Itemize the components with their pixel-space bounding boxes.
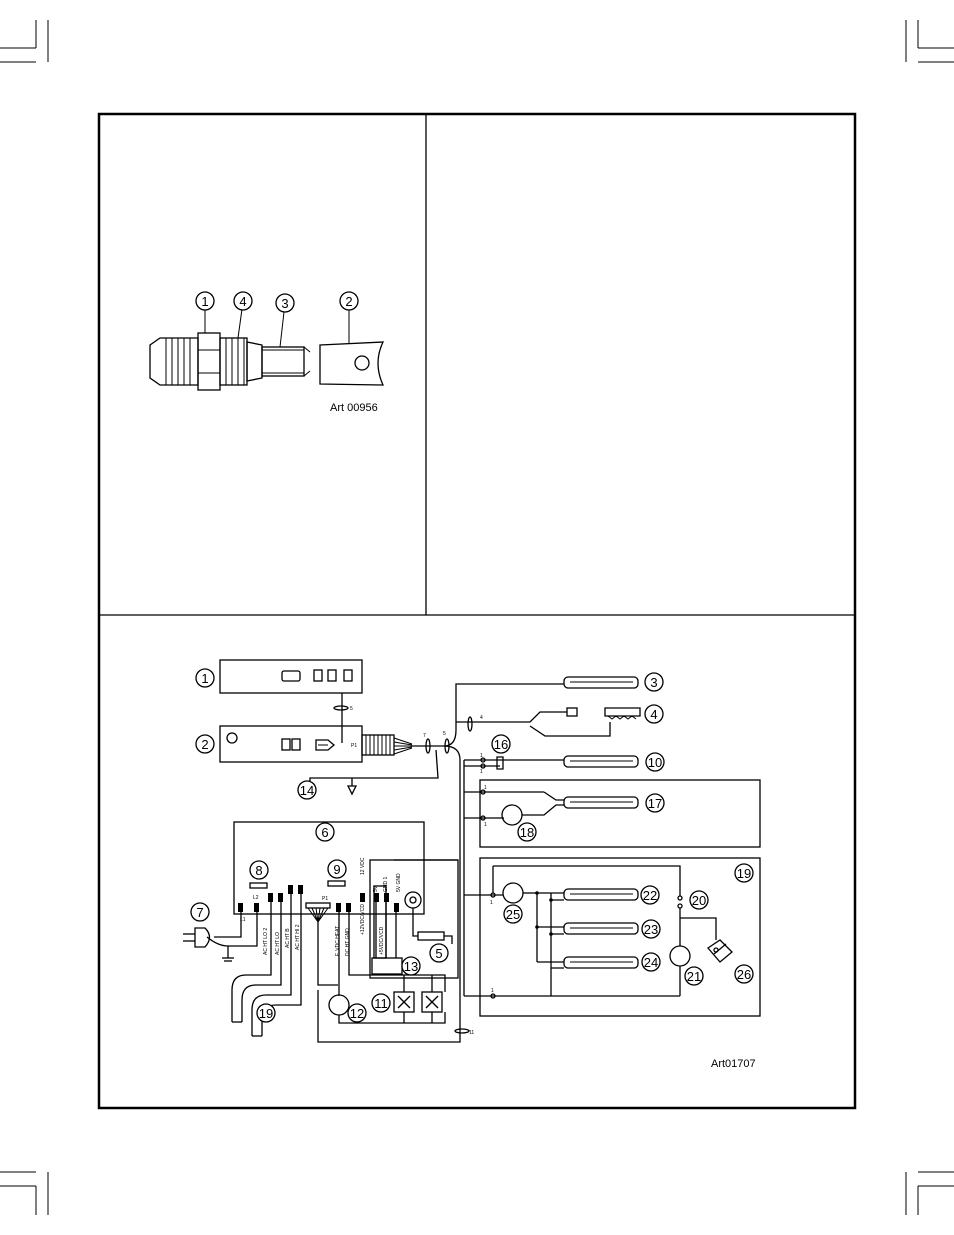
page-frame <box>97 112 857 1110</box>
svg-text:5V: 5V <box>373 885 379 892</box>
svg-text:5V GND: 5V GND <box>396 873 402 892</box>
callout-18: 18 <box>520 825 534 840</box>
svg-text:AC HT B: AC HT B <box>285 928 291 948</box>
callout-10: 10 <box>648 755 662 770</box>
svg-text:AC HT HI 2: AC HT HI 2 <box>295 924 301 950</box>
callout-17: 17 <box>648 796 662 811</box>
callout-24: 24 <box>644 955 658 970</box>
callout-11: 11 <box>374 996 388 1011</box>
callout-7: 7 <box>196 905 203 920</box>
svg-text:1: 1 <box>484 822 487 828</box>
svg-text:DC HT GND: DC HT GND <box>345 928 351 956</box>
callout-2-bottom: 2 <box>201 737 208 752</box>
callout-4-bottom: 4 <box>650 707 657 722</box>
crop-marks <box>0 20 954 1215</box>
svg-text:1: 1 <box>480 753 483 759</box>
svg-text:P1: P1 <box>351 743 357 749</box>
callout-9: 9 <box>333 862 340 877</box>
callout-5: 5 <box>435 946 442 961</box>
callout-26: 26 <box>737 967 751 982</box>
callout-23: 23 <box>644 922 658 937</box>
svg-text:GND 1: GND 1 <box>383 877 389 893</box>
wiring-diagram: 1 5 P1 2 7 5 <box>183 659 761 1070</box>
art-label-top: Art 00956 <box>330 402 378 414</box>
callout-21: 21 <box>687 969 701 984</box>
callout-6: 6 <box>321 825 328 840</box>
svg-text:F..VDC HEAT: F..VDC HEAT <box>335 926 341 956</box>
svg-text:1: 1 <box>480 769 483 775</box>
svg-text:5: 5 <box>350 706 353 712</box>
svg-text:AC HT LO 2: AC HT LO 2 <box>263 928 269 955</box>
callout-19: 19 <box>737 866 751 881</box>
callout-4: 4 <box>239 294 246 309</box>
callout-14: 14 <box>300 783 314 798</box>
callout-20: 20 <box>692 893 706 908</box>
callout-16: 16 <box>494 737 508 752</box>
svg-text:P1: P1 <box>322 896 328 902</box>
callout-25: 25 <box>506 907 520 922</box>
svg-text:1: 1 <box>484 785 487 791</box>
svg-text:1: 1 <box>490 900 493 906</box>
callout-22: 22 <box>643 888 657 903</box>
callout-2: 2 <box>345 294 352 309</box>
svg-text:4: 4 <box>480 715 483 721</box>
svg-text:7: 7 <box>423 733 426 739</box>
svg-text:+5VDC/VCD: +5VDC/VCD <box>379 926 385 955</box>
callout-1-bottom: 1 <box>201 671 208 686</box>
callout-1: 1 <box>201 294 208 309</box>
callout-12: 12 <box>350 1006 364 1021</box>
svg-text:1: 1 <box>491 988 494 994</box>
callout-15: 19 <box>259 1006 273 1021</box>
svg-text:+12VDC/VCD: +12VDC/VCD <box>360 904 366 935</box>
callout-3: 3 <box>281 296 288 311</box>
callout-3-bottom: 3 <box>650 675 657 690</box>
callout-13: 13 <box>404 959 418 974</box>
svg-text:5: 5 <box>443 731 446 737</box>
svg-text:12 VDC: 12 VDC <box>360 857 366 875</box>
svg-text:L1: L1 <box>240 917 246 923</box>
art-label-bottom: Art01707 <box>711 1058 756 1070</box>
callout-8: 8 <box>255 863 262 878</box>
fitting-assembly-drawing: 1 4 3 2 Art 00956 <box>149 291 385 414</box>
svg-text:AC HT LO: AC HT LO <box>275 932 281 955</box>
svg-text:11: 11 <box>469 1030 474 1036</box>
svg-text:L2: L2 <box>253 895 259 901</box>
